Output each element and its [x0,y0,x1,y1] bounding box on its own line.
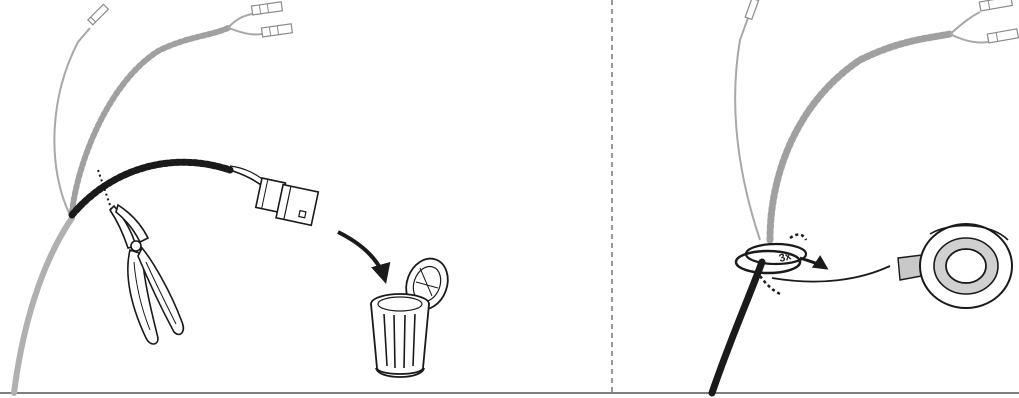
tape-wrap [734,233,808,296]
beaded-cable-grey-right [766,30,954,244]
wrap-count-label: 3x [778,250,794,265]
beaded-cable-black [68,158,234,219]
wire-cutter-icon [108,203,185,345]
wire-clip-icon [87,3,110,26]
arrow-to-trash [337,230,391,284]
double-clip-icon [250,1,294,38]
main-cable-black [708,258,766,397]
trash-can-icon [370,257,449,378]
thin-wire-right [734,17,761,241]
split-wire-b [227,27,263,36]
wire-clip-icon [744,0,760,21]
connector-plug-icon [254,177,320,227]
thin-wire [53,27,91,216]
tape-roll-icon [897,223,1013,309]
wrap-direction-arrow [799,255,829,270]
double-clip-icon [978,0,1019,44]
split-wire-a [227,13,253,29]
beaded-cable-grey [69,25,231,215]
left-panel [11,1,449,396]
main-cable [11,215,75,396]
right-panel: 3x [708,0,1019,397]
tape-strip [771,265,891,283]
